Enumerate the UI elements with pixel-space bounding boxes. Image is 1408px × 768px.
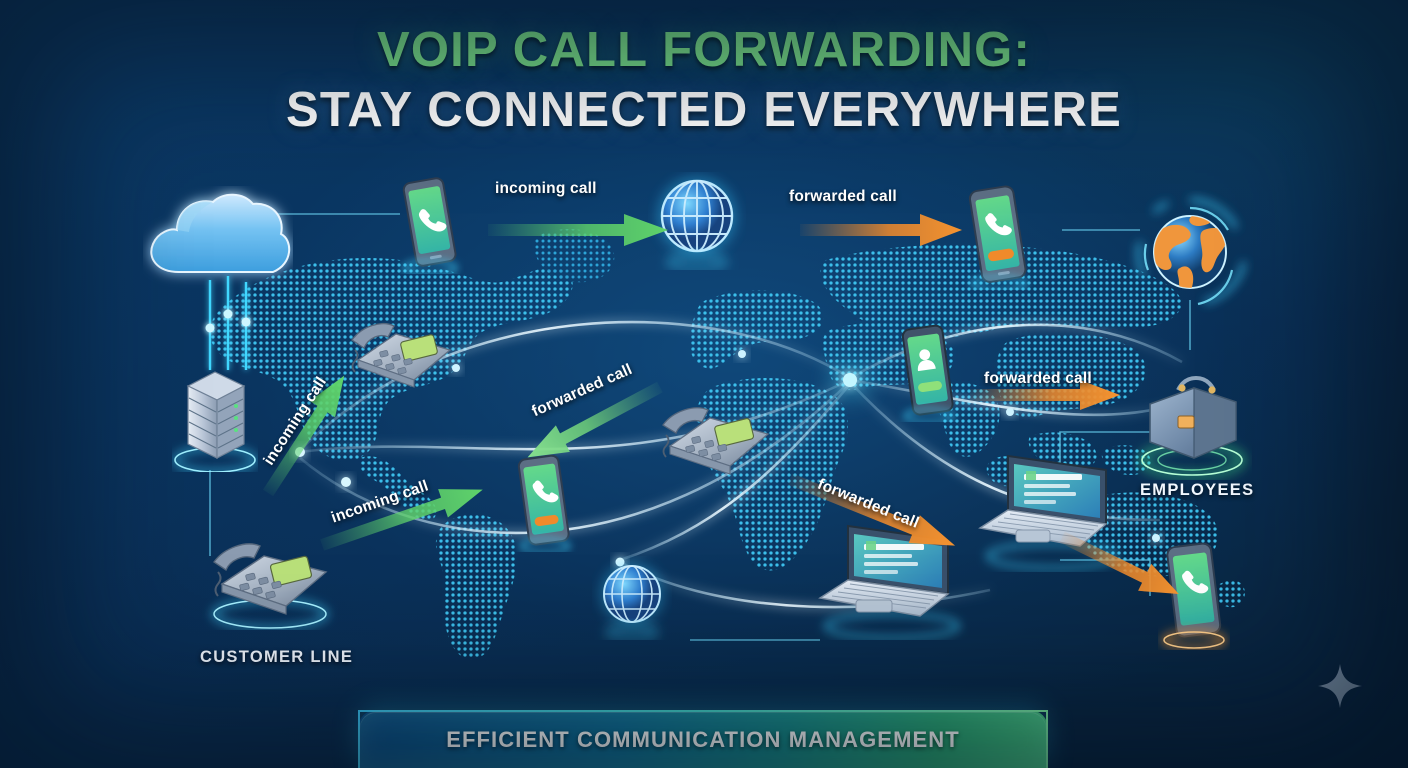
- incoming-call-arrow: [262, 375, 345, 497]
- incoming-call-arrow: [320, 489, 483, 551]
- briefcase-icon: [1132, 368, 1252, 480]
- incoming-call-arrow: [488, 214, 668, 246]
- forwarded-call-arrow: [970, 380, 1120, 410]
- sparkle-icon: [1318, 664, 1362, 708]
- banner-text: EFFICIENT COMMUNICATION MANAGEMENT: [446, 727, 960, 752]
- cloud-data-lines: [205, 276, 251, 370]
- laptop-icon: [800, 508, 980, 640]
- employees-label: EMPLOYEES: [1140, 481, 1255, 499]
- smartphone-icon: [962, 182, 1036, 293]
- cloud-icon: [143, 186, 293, 296]
- laptop-icon: [962, 440, 1138, 572]
- customer-line-label: CUSTOMER LINE: [200, 648, 354, 666]
- forwarded-call-arrow: [527, 381, 663, 458]
- smartphone-icon: [512, 452, 578, 554]
- title-line-2: STAY CONNECTED EVERYWHERE: [286, 82, 1122, 137]
- forwarded-call-arrow: [1059, 531, 1179, 594]
- smartphone-contact-icon: [896, 322, 962, 424]
- smartphone-icon: [396, 174, 464, 277]
- globe-wire-icon: [592, 556, 672, 640]
- globe-earth-icon: [1126, 190, 1254, 318]
- globe-wire-icon: [648, 172, 746, 271]
- server-rack-icon: [172, 362, 258, 474]
- page-title: VOIP CALL FORWARDING: STAY CONNECTED EVE…: [0, 23, 1408, 137]
- smartphone-icon: [1158, 540, 1230, 650]
- desk-phone-icon: [650, 378, 776, 486]
- forwarded-call-arrow: [787, 473, 956, 546]
- flow-label-forwarded-top: forwarded call: [789, 188, 897, 205]
- bottom-banner: EFFICIENT COMMUNICATION MANAGEMENT: [358, 710, 1048, 768]
- desk-phone-icon: [198, 510, 338, 630]
- title-line-1: VOIP CALL FORWARDING:: [376, 23, 1032, 77]
- flow-label-incoming-top: incoming call: [495, 180, 597, 197]
- desk-phone-icon: [340, 296, 458, 400]
- forwarded-call-arrow: [800, 214, 962, 246]
- flow-label-forwarded-right: forwarded call: [984, 370, 1092, 387]
